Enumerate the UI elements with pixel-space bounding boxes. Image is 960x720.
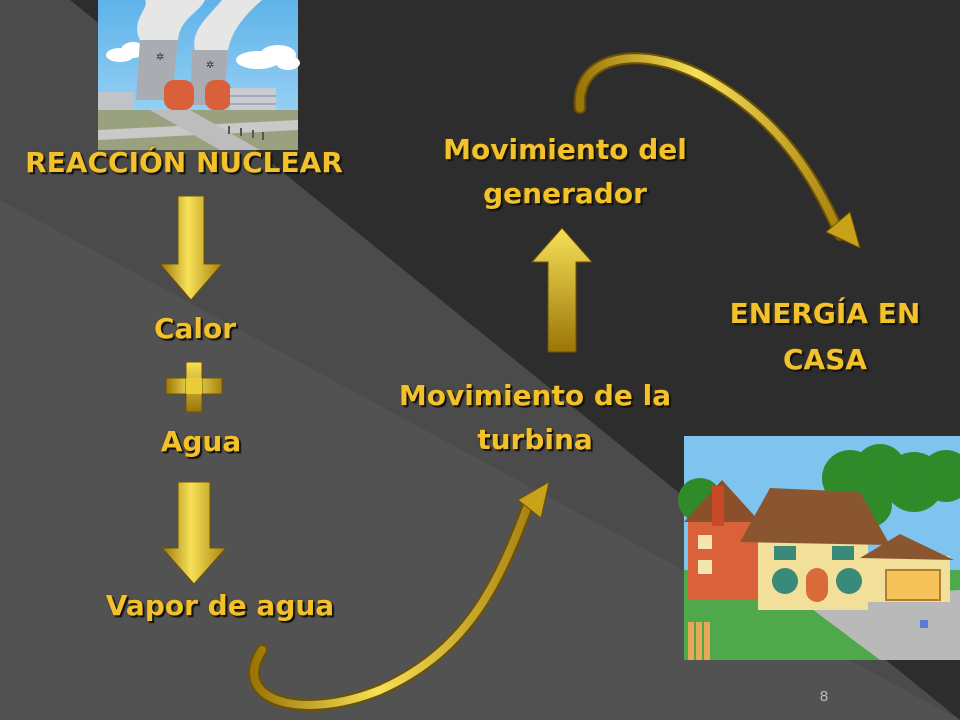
down-arrow-1 <box>158 195 224 301</box>
node-reaccion-nuclear: REACCIÓN NUCLEAR <box>25 146 343 179</box>
curved-arrow-generador-to-casa <box>573 52 861 249</box>
house-illustration <box>678 436 960 660</box>
svg-text:✲: ✲ <box>156 52 164 63</box>
curved-arrow-vapor-to-turbina <box>248 480 550 711</box>
node-generador-line2: generador <box>483 177 647 210</box>
up-arrow <box>530 227 594 353</box>
node-energia-line1: ENERGÍA EN <box>729 297 921 330</box>
down-arrow-2 <box>160 481 228 585</box>
node-turbina-line2: turbina <box>477 423 593 456</box>
node-turbina-line1: Movimiento de la <box>398 379 672 412</box>
plus-icon <box>165 361 223 413</box>
nuclear-plant-illustration: ✲ ✲ <box>98 0 300 150</box>
node-calor: Calor <box>153 312 237 345</box>
node-energia-line2: CASA <box>782 343 868 376</box>
svg-text:✲: ✲ <box>206 60 214 71</box>
node-generador-line1: Movimiento del <box>443 133 687 166</box>
node-vapor-de-agua: Vapor de agua <box>105 589 335 622</box>
page-number: 8 <box>819 688 829 705</box>
node-agua: Agua <box>160 425 242 458</box>
